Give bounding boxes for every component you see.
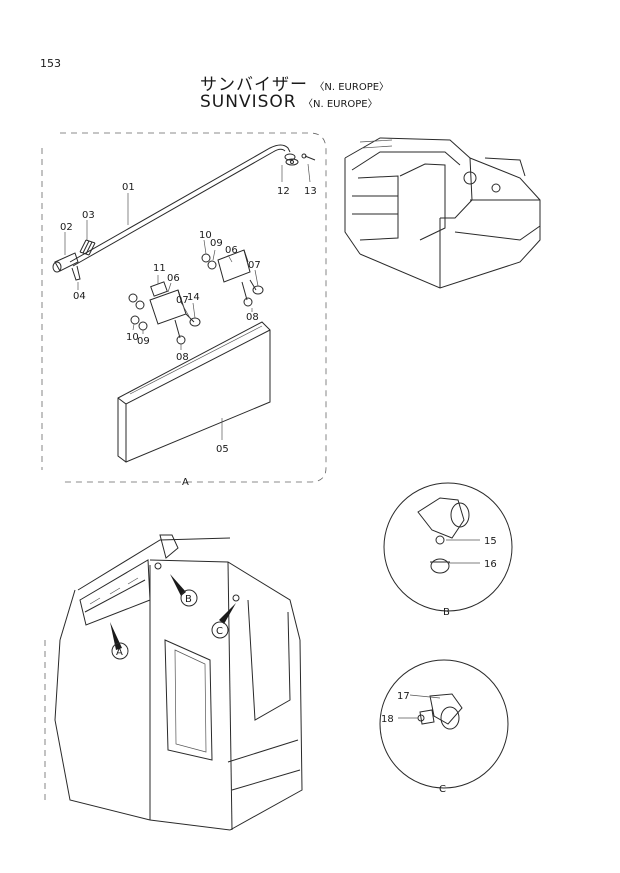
part-label-08-left: 08: [176, 352, 189, 363]
detail-c-label: C: [439, 784, 446, 795]
callout-arrow-b: [170, 574, 198, 607]
part-label-03: 03: [82, 210, 95, 221]
part-label-10-right: 10: [199, 230, 212, 241]
title-english-region: 〈N. EUROPE〉: [302, 99, 378, 110]
part-label-16: 16: [484, 559, 497, 570]
callout-arrow-c: [211, 603, 236, 639]
part-label-10-left: 10: [126, 332, 139, 343]
part-label-01: 01: [122, 182, 135, 193]
callout-b-label: B: [185, 594, 192, 605]
detail-a-frame: [41, 132, 327, 483]
part-label-11: 11: [153, 263, 166, 274]
callout-c-label: C: [216, 626, 223, 637]
holder-part-02: [52, 252, 79, 273]
part-label-07-right: 07: [248, 260, 261, 271]
part-label-09-left: 09: [137, 336, 150, 347]
bracket-part-12: [285, 158, 299, 166]
part-label-15: 15: [484, 536, 497, 547]
part-label-18: 18: [381, 714, 394, 725]
part-label-17: 17: [397, 691, 410, 702]
part-label-14: 14: [187, 292, 200, 303]
callout-arrow-a: [110, 622, 129, 660]
part-label-05: 05: [216, 444, 229, 455]
title-japanese-text: サンバイザー: [200, 75, 308, 95]
excavator-overview: [344, 137, 541, 289]
leader-lines-detail-a: [64, 163, 311, 440]
cab-overview: [44, 534, 303, 831]
pin-part-04: [71, 265, 81, 281]
detail-a-label: A: [182, 477, 189, 488]
part-label-08-right: 08: [246, 312, 259, 323]
part-label-12: 12: [277, 186, 290, 197]
rod-part-01: [69, 144, 296, 267]
hinge-assembly-right: [201, 249, 264, 307]
detail-b-label: B: [443, 607, 450, 618]
part-label-07-left: 07: [176, 295, 189, 306]
part-label-04: 04: [73, 291, 86, 302]
part-label-02: 02: [60, 222, 73, 233]
visor-panel-part-05: [117, 321, 271, 463]
part-label-13: 13: [304, 186, 317, 197]
detail-c-circle: [379, 659, 509, 789]
title-english-text: SUNVISOR: [200, 92, 297, 112]
part-label-06-right: 06: [225, 245, 238, 256]
callout-a-label: A: [116, 647, 123, 658]
page-number: 153: [40, 57, 61, 70]
title-japanese: サンバイザー 〈N. EUROPE〉: [200, 70, 389, 95]
part-label-06-left: 06: [167, 273, 180, 284]
screw-part-13: [301, 153, 316, 161]
title-english: SUNVISOR 〈N. EUROPE〉: [200, 92, 378, 112]
spring-part-03: [79, 239, 96, 256]
detail-b-circle: [383, 482, 513, 612]
title-japanese-region: 〈N. EUROPE〉: [314, 82, 390, 93]
part-label-09-right: 09: [210, 238, 223, 249]
